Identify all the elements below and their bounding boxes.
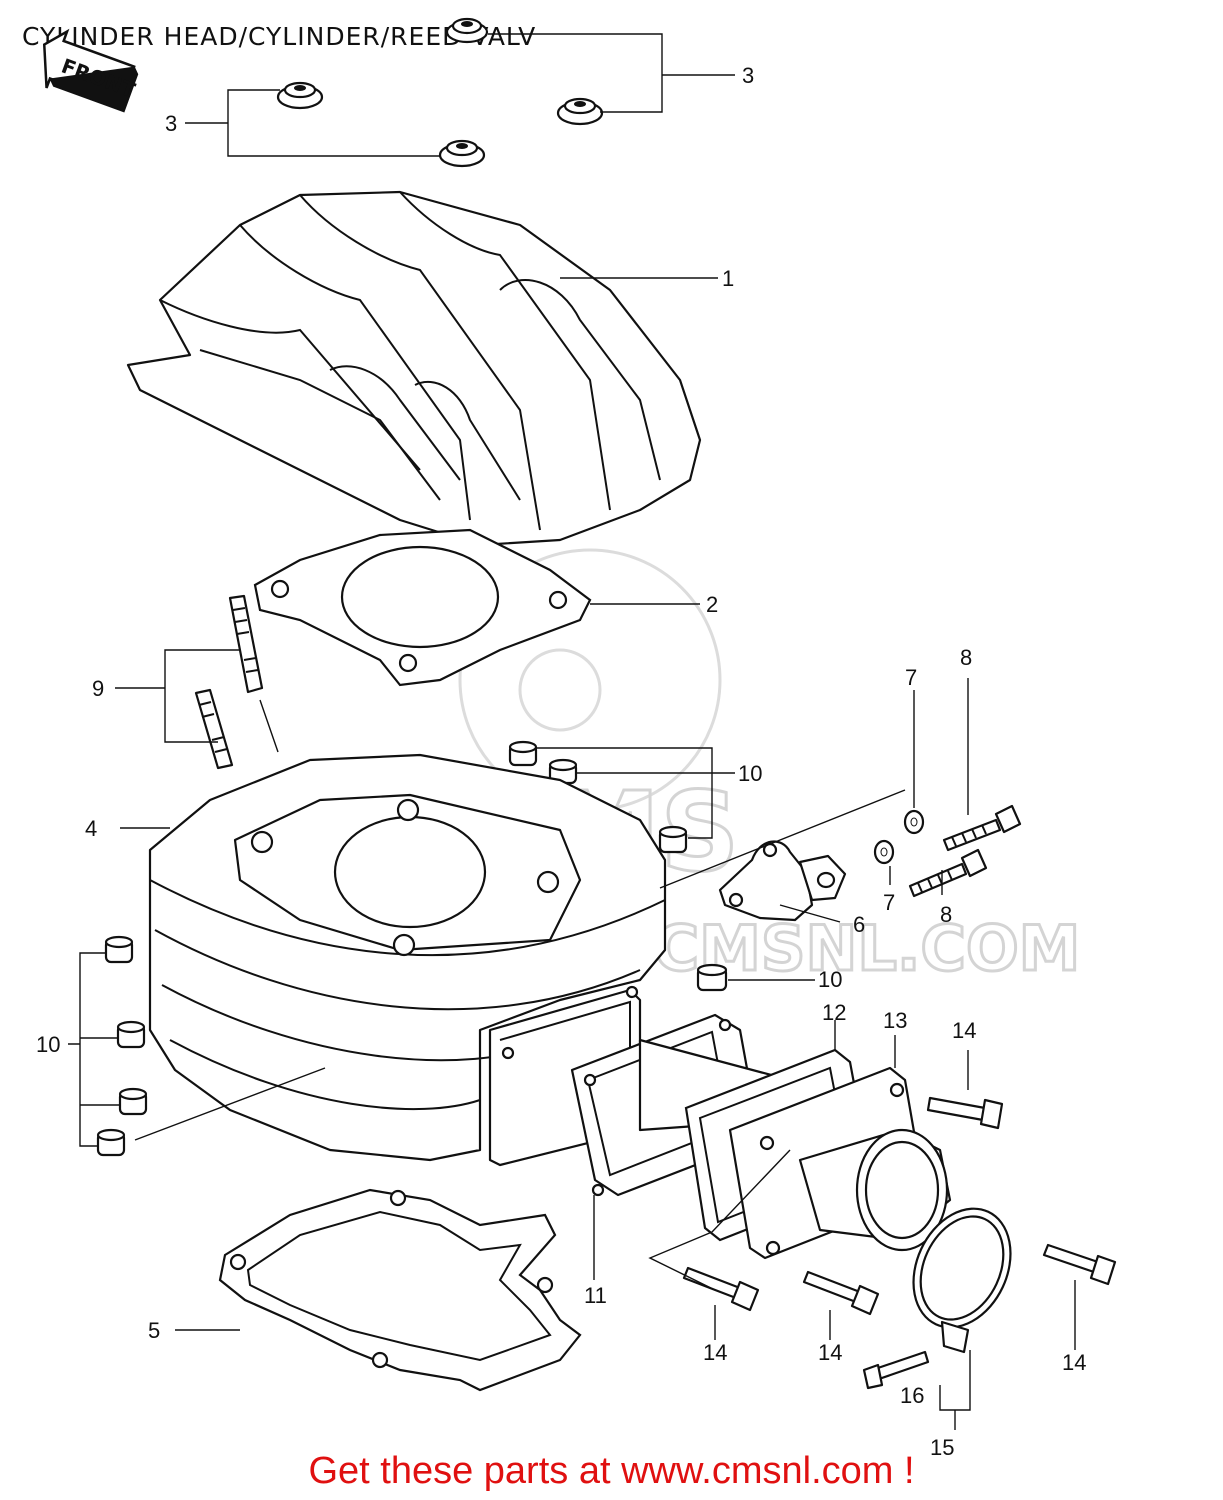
- bolt-icon: [926, 1096, 1004, 1130]
- dowel-pin-icon: [118, 1087, 148, 1116]
- dowel-pin-icon: [104, 935, 134, 964]
- intake-manifold: [728, 1035, 952, 1260]
- bolt-icon: [908, 848, 988, 898]
- bolts: [908, 678, 1022, 898]
- dowel-pins: [68, 740, 815, 1157]
- callout-4: 4: [85, 816, 97, 841]
- callout-14-a: 14: [952, 1018, 976, 1043]
- callout-8-top: 8: [960, 645, 972, 670]
- callout-7-bottom: 7: [883, 890, 895, 915]
- cylinder-head: [126, 190, 718, 547]
- head-nuts: [185, 17, 735, 168]
- callout-7-top: 7: [905, 665, 917, 690]
- callout-8-bottom: 8: [940, 902, 952, 927]
- bolt-icon: [682, 1266, 760, 1312]
- callout-13: 13: [883, 1008, 907, 1033]
- bolt-icon: [1042, 1243, 1117, 1286]
- front-arrow-icon: FRONT: [42, 28, 139, 113]
- callout-12: 12: [822, 1000, 846, 1025]
- cylinder: [120, 753, 667, 1167]
- clamp-band: [912, 1207, 1012, 1430]
- footer-link-text[interactable]: Get these parts at www.cmsnl.com !: [308, 1450, 915, 1492]
- callout-14-c: 14: [818, 1340, 842, 1365]
- washers: [873, 690, 925, 885]
- nut-icon: [445, 17, 489, 44]
- callout-labels: 1 2 3 3 4 5 6 7 7 8 8 9 10 10 10 10 11 1…: [36, 63, 1086, 1460]
- callout-10-top: 10: [738, 761, 762, 786]
- washer-icon: [903, 809, 925, 835]
- callout-1: 1: [722, 266, 734, 291]
- bolt-icon: [942, 804, 1022, 852]
- dowel-pin-icon: [508, 740, 538, 767]
- dowel-pin-icon: [116, 1020, 146, 1049]
- callout-15: 15: [930, 1435, 954, 1460]
- callout-3-left: 3: [165, 111, 177, 136]
- callout-14-b: 14: [703, 1340, 727, 1365]
- dowel-pin-icon: [96, 1128, 126, 1157]
- nut-icon: [438, 139, 486, 168]
- bracket: [659, 789, 906, 923]
- nut-icon: [276, 81, 324, 110]
- callout-10-right: 10: [818, 967, 842, 992]
- callout-16: 16: [900, 1383, 924, 1408]
- callout-3-right: 3: [742, 63, 754, 88]
- dowel-pin-icon: [696, 963, 728, 992]
- callout-10-left: 10: [36, 1032, 60, 1057]
- flange-bolts: [648, 1050, 1117, 1350]
- dowel-pin-icon: [658, 825, 688, 854]
- callout-11: 11: [584, 1283, 607, 1308]
- head-gasket: [253, 528, 700, 687]
- callout-2: 2: [706, 592, 718, 617]
- callout-9: 9: [92, 676, 104, 701]
- callout-6: 6: [853, 912, 865, 937]
- studs: [115, 594, 279, 770]
- washer-icon: [873, 839, 895, 865]
- base-gasket: [175, 1188, 582, 1392]
- bolt-icon: [802, 1270, 880, 1316]
- nut-icon: [556, 97, 604, 126]
- callout-5: 5: [148, 1318, 160, 1343]
- screw-icon: [862, 1350, 930, 1390]
- callout-14-d: 14: [1062, 1350, 1086, 1375]
